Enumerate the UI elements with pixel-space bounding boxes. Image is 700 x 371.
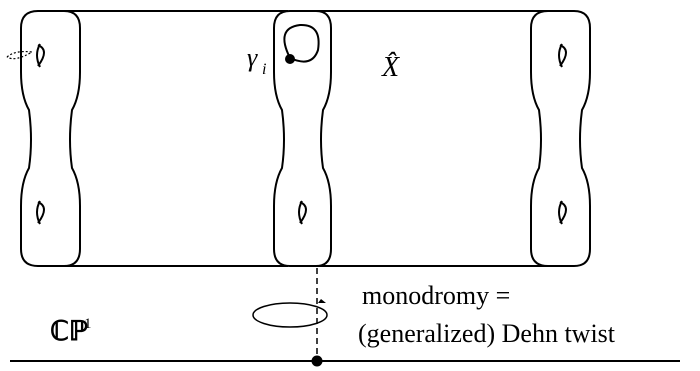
fiber-middle-handle-lower-arc [298, 200, 303, 225]
fiber-middle-outline [273, 10, 332, 267]
fiber-right-handle-upper-arc [558, 43, 563, 68]
monodromy-label-line1: monodromy = [362, 281, 510, 310]
fiber-left-dotted-cycle [6, 50, 34, 60]
fiber-left-outline [20, 10, 81, 267]
vanishing-cycle-loop [283, 23, 320, 63]
fiber-left-handle-lower-arc [36, 200, 41, 225]
singular-point [285, 54, 295, 64]
fiber-middle [273, 10, 332, 267]
total-space-label: X̂ [381, 52, 400, 83]
monodromy-loop [252, 302, 328, 328]
fiber-right [530, 10, 591, 267]
vanishing-cycle-subscript: i [262, 61, 266, 78]
base-label: ℂℙ [50, 316, 88, 346]
base-label-superscript: 1 [84, 316, 92, 332]
monodromy-ellipse [252, 302, 328, 328]
fiber-left [6, 10, 81, 267]
fibration-outline [50, 10, 548, 267]
monodromy-label-line2: (generalized) Dehn twist [358, 319, 616, 348]
fiber-right-handle-lower-arc [558, 200, 563, 225]
fiber-right-outline [530, 10, 591, 267]
fiber-left-handle-upper-arc [36, 43, 41, 68]
vanishing-cycle-label: γ [247, 43, 258, 72]
critical-value-point [311, 355, 323, 367]
monodromy-arrowhead-icon [318, 299, 326, 303]
